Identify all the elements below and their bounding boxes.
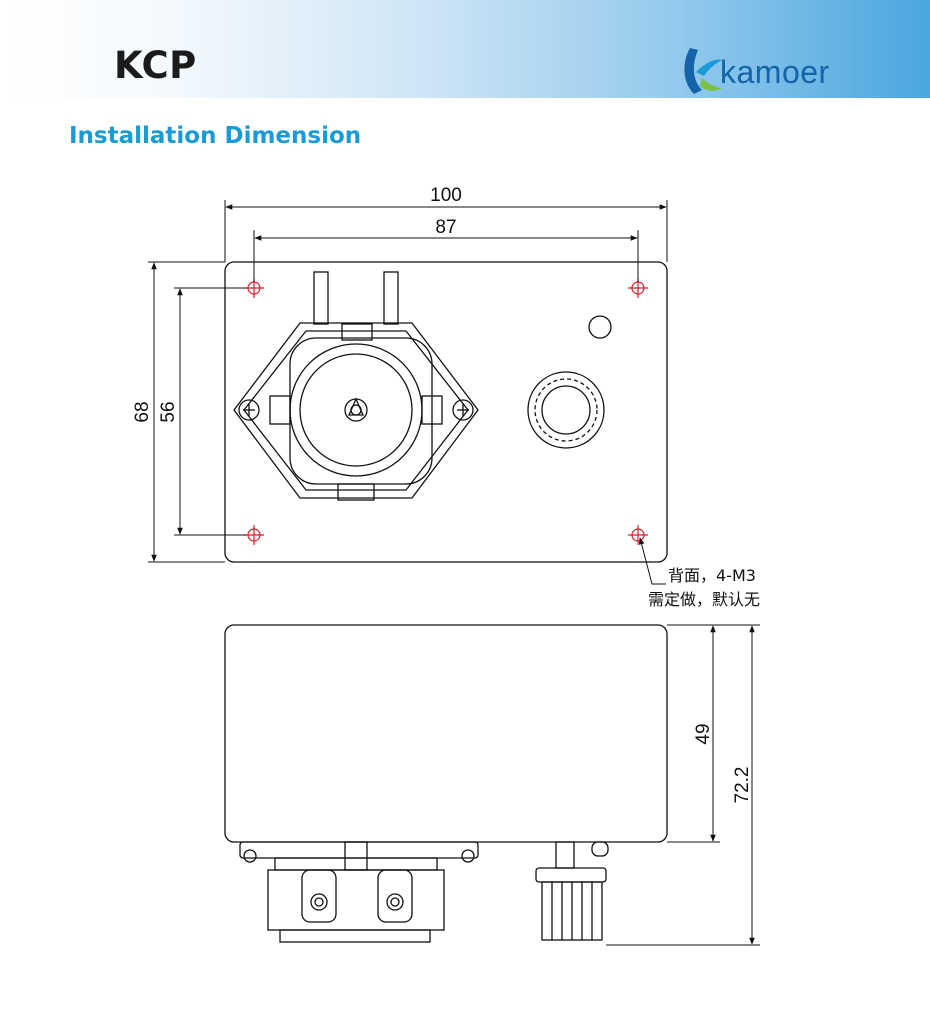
pump-mount-plate: [233, 322, 479, 499]
dim-label-72-2: 72.2: [732, 767, 753, 804]
pump-shaft-icon: [344, 397, 368, 422]
speed-knob: [527, 371, 605, 449]
tube-outlet: [383, 271, 399, 325]
front-view: [224, 261, 668, 563]
side-body-outline: [224, 624, 668, 843]
tube-connector-right: [377, 869, 413, 923]
hole-note-line1: 背面，4-M3: [668, 566, 756, 585]
mounting-holes: [244, 278, 648, 545]
side-view: [224, 624, 668, 943]
front-panel-outline: [224, 261, 668, 563]
indicator-led: [588, 315, 612, 339]
screw-right-icon: [452, 399, 474, 421]
logo-wordmark: kamoer: [720, 54, 830, 90]
hole-note-leader: [638, 537, 666, 585]
side-speed-knob: [541, 881, 603, 941]
pump-rotor-cover: [289, 343, 423, 477]
screw-left-icon: [238, 399, 260, 421]
section-title: Installation Dimension: [69, 123, 362, 149]
dim-label-87: 87: [435, 217, 456, 238]
hole-bottom-left-icon: [244, 525, 264, 545]
header-banner: KCP kamoer: [0, 0, 930, 98]
kamoer-logo: kamoer: [680, 40, 850, 98]
dim-label-100: 100: [430, 185, 462, 206]
dim-label-68: 68: [132, 401, 153, 422]
tube-inlet: [313, 271, 329, 325]
tube-connector-left: [301, 869, 337, 923]
dim-label-49: 49: [693, 723, 714, 744]
logo-mark-icon: [684, 48, 722, 94]
hole-note-line2: 需定做，默认无: [648, 590, 760, 609]
side-pump-head: [267, 869, 445, 931]
dim-label-56: 56: [158, 401, 179, 422]
hole-bottom-right-icon: [628, 525, 648, 545]
product-code: KCP: [114, 44, 197, 87]
